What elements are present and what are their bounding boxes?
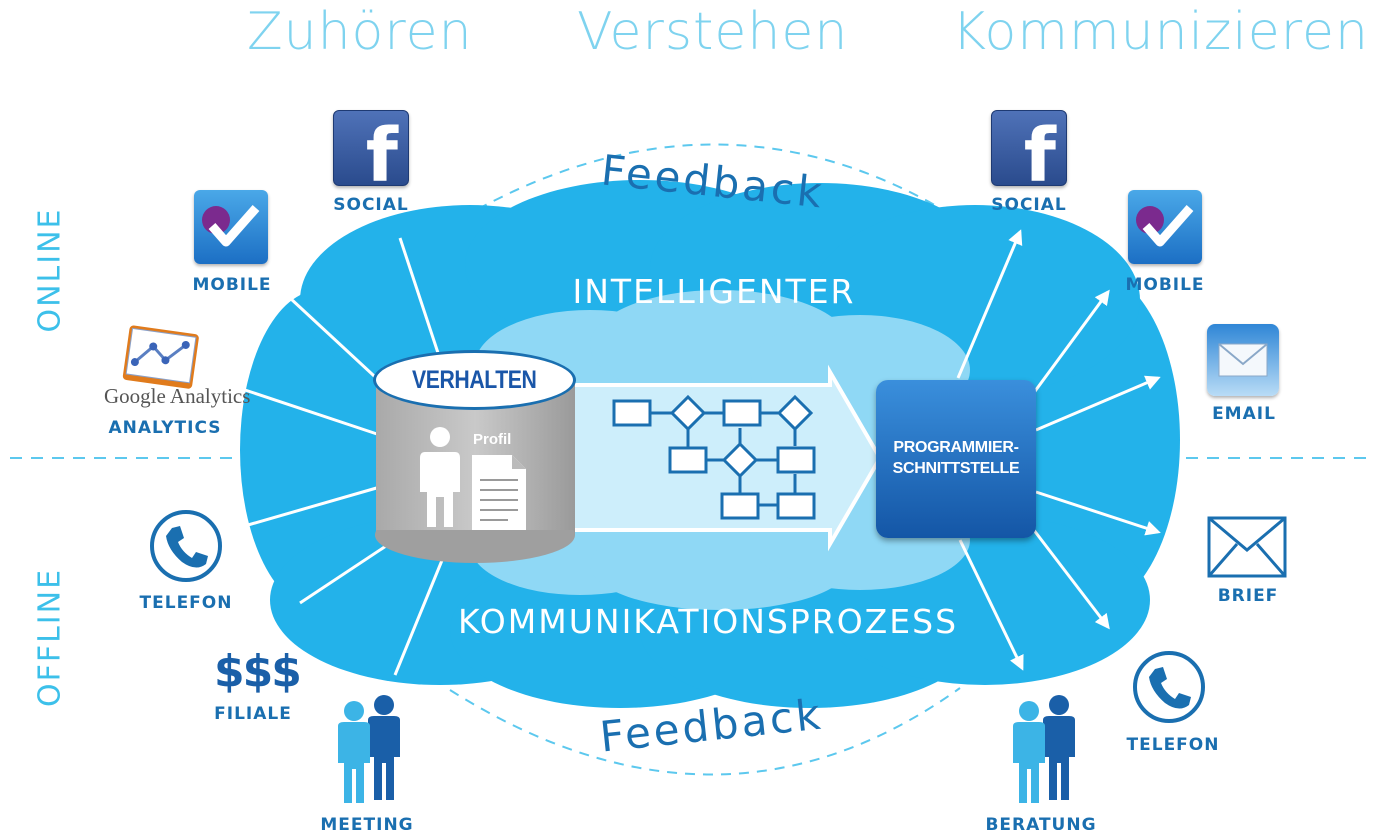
google-analytics-wordmark: Google Analytics — [104, 384, 251, 408]
profile-label: Profil — [473, 431, 512, 448]
flowchart — [612, 394, 816, 520]
output-label-email: EMAIL — [1212, 404, 1276, 424]
phone-icon — [150, 510, 222, 582]
process-arrow — [558, 364, 883, 552]
input-label-filiale: FILIALE — [214, 704, 292, 724]
input-label-analytics: ANALYTICS — [108, 418, 222, 438]
google-analytics-icon — [122, 325, 199, 389]
foursquare-icon — [1128, 190, 1202, 264]
phone-icon — [1133, 651, 1205, 723]
offline-label: OFFLINE — [32, 567, 68, 708]
api-box: PROGRAMMIER- SCHNITTSTELLE — [876, 380, 1036, 538]
output-label-social: SOCIAL — [991, 195, 1067, 215]
database-label: VERHALTEN — [373, 350, 576, 410]
facebook-icon: f — [333, 110, 409, 186]
header-verstehen: Verstehen — [577, 2, 849, 62]
cloud-title-top: INTELLIGENTER — [572, 272, 856, 311]
online-label: ONLINE — [32, 207, 68, 333]
envelope-icon — [1207, 516, 1287, 578]
input-label-meeting: MEETING — [320, 815, 414, 835]
input-label-telefon: TELEFON — [139, 593, 233, 613]
output-label-beratung: BERATUNG — [985, 815, 1097, 835]
dollar-icon: $$$ — [214, 646, 302, 697]
cloud-title-bottom: KOMMUNIKATIONSPROZESS — [457, 602, 959, 641]
feedback-arc-bottom — [449, 687, 961, 776]
profile-document — [472, 455, 526, 530]
header-kommunizieren: Kommunizieren — [952, 2, 1369, 62]
foursquare-icon — [194, 190, 268, 264]
person-silhouette — [420, 427, 460, 527]
output-label-telefon: TELEFON — [1126, 735, 1220, 755]
feedback-arc-top — [461, 143, 961, 221]
api-label-line2: SCHNITTSTELLE — [892, 460, 1020, 477]
people-icon — [338, 695, 400, 803]
header-zuhoeren: Zuhören — [247, 2, 473, 62]
facebook-icon: f — [991, 110, 1067, 186]
api-label-line1: PROGRAMMIER- — [893, 439, 1019, 457]
input-label-social: SOCIAL — [333, 195, 409, 215]
input-label-mobile: MOBILE — [192, 275, 272, 295]
output-arrows — [956, 229, 1161, 671]
output-label-brief: BRIEF — [1217, 586, 1279, 606]
email-icon — [1207, 324, 1279, 396]
people-icon — [1013, 695, 1075, 803]
output-label-mobile: MOBILE — [1125, 275, 1205, 295]
